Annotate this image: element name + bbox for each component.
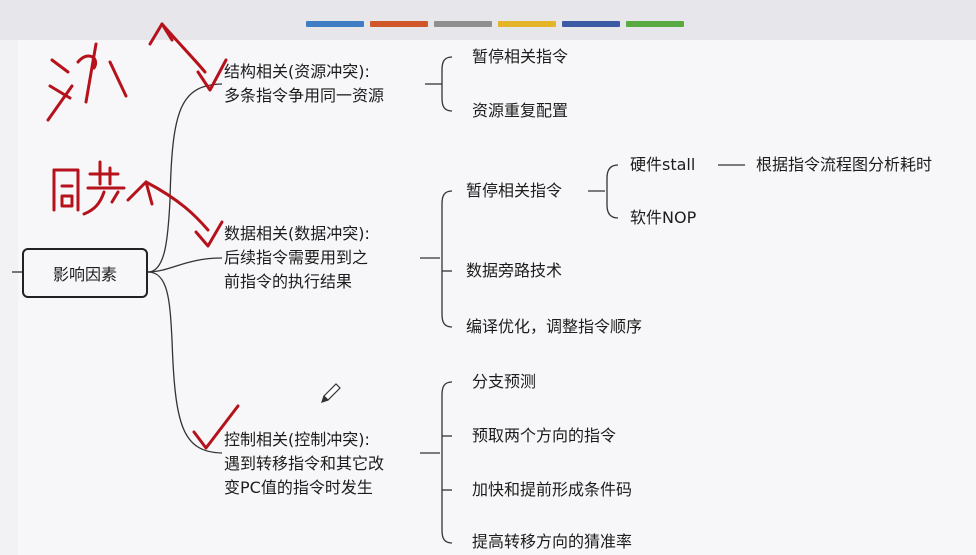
color-tab-2[interactable] [370, 21, 428, 27]
root-node[interactable]: 影响因素 [22, 248, 148, 298]
leaf-node[interactable]: 暂停相关指令 [466, 181, 563, 200]
branch-line: 变PC值的指令时发生 [224, 478, 373, 497]
branch-line: 结构相关(资源冲突): [224, 62, 370, 81]
sub-node[interactable]: 软件NOP [630, 208, 697, 227]
branch-line: 多条指令争用同一资源 [224, 86, 385, 105]
branch-control[interactable]: 控制相关(控制冲突): 遇到转移指令和其它改 变PC值的指令时发生 [224, 428, 384, 500]
branch-line: 前指令的执行结果 [224, 272, 353, 291]
color-tab-4[interactable] [498, 21, 556, 27]
color-tab-5[interactable] [562, 21, 620, 27]
detail-node[interactable]: 根据指令流程图分析耗时 [756, 155, 933, 174]
leaf-node[interactable]: 提高转移方向的猜准率 [472, 532, 633, 551]
leaf-node[interactable]: 编译优化，调整指令顺序 [466, 317, 643, 336]
branch-line: 遇到转移指令和其它改 [224, 454, 385, 473]
root-label: 影响因素 [52, 265, 117, 284]
leaf-node[interactable]: 资源重复配置 [472, 101, 569, 120]
leaf-node[interactable]: 预取两个方向的指令 [472, 426, 617, 445]
mindmap-panel [18, 40, 976, 555]
branch-line: 控制相关(控制冲突): [224, 430, 370, 449]
sub-node[interactable]: 硬件stall [630, 155, 696, 174]
color-tab-1[interactable] [306, 21, 364, 27]
color-tab-3[interactable] [434, 21, 492, 27]
branch-structural[interactable]: 结构相关(资源冲突): 多条指令争用同一资源 [224, 60, 384, 108]
leaf-node[interactable]: 加快和提前形成条件码 [472, 480, 633, 499]
branch-line: 数据相关(数据冲突): [224, 224, 370, 243]
branch-line: 后续指令需要用到之 [224, 248, 369, 267]
top-bar [0, 0, 976, 40]
handwritten-marks [46, 22, 240, 450]
leaf-node[interactable]: 数据旁路技术 [466, 261, 563, 280]
branch-data[interactable]: 数据相关(数据冲突): 后续指令需要用到之 前指令的执行结果 [224, 222, 370, 294]
leaf-node[interactable]: 暂停相关指令 [472, 47, 569, 66]
leaf-node[interactable]: 分支预测 [472, 372, 537, 391]
pencil-cursor-icon [321, 383, 341, 403]
color-tab-6[interactable] [626, 21, 684, 27]
